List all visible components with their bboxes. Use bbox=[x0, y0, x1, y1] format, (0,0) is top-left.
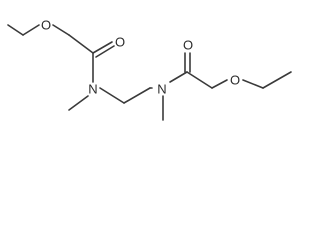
atom-label-n-left: N bbox=[88, 82, 97, 97]
bond-left-ethyl-ch3 bbox=[7, 24, 24, 36]
bond-left-o-ch2 bbox=[52, 24, 70, 36]
atom-label-o-right-ether: O bbox=[230, 73, 240, 88]
bond-left-n-ch2 bbox=[99, 87, 125, 104]
bond-left-carbonyl-double-b bbox=[95, 45, 115, 58]
molecule-structure: O O N N O O bbox=[7, 18, 292, 121]
atom-label-n-right: N bbox=[157, 82, 166, 97]
bond-bridge-ch2-ch2 bbox=[123, 87, 151, 104]
atom-label-o-left-carbonyl: O bbox=[115, 35, 125, 50]
bond-left-n-methyl bbox=[68, 95, 89, 111]
bond-right-n-carbonyl bbox=[169, 71, 188, 83]
bond-left-carbonyl-double-a bbox=[92, 41, 113, 54]
atom-n-right: N bbox=[157, 82, 166, 97]
atom-label-o-left-ether: O bbox=[41, 18, 51, 33]
structure-canvas: O O N N O O bbox=[7, 17, 292, 121]
atom-n-left: N bbox=[88, 82, 97, 97]
atom-o-right-carbonyl: O bbox=[183, 38, 193, 53]
atom-o-left-ether: O bbox=[41, 18, 51, 33]
atom-label-o-right-carbonyl: O bbox=[183, 38, 193, 53]
bond-right-o-ch2 bbox=[242, 79, 264, 89]
atom-o-right-ether: O bbox=[230, 73, 240, 88]
bond-right-ethyl-ch3 bbox=[262, 71, 292, 89]
bond-left-ch2-carbonyl bbox=[68, 34, 94, 54]
bond-right-carbonyl-ch2 bbox=[186, 71, 213, 89]
bond-left-ethyl-ch2-o bbox=[22, 24, 40, 36]
atom-o-left-carbonyl: O bbox=[115, 35, 125, 50]
bond-right-ch2-o bbox=[211, 79, 228, 89]
